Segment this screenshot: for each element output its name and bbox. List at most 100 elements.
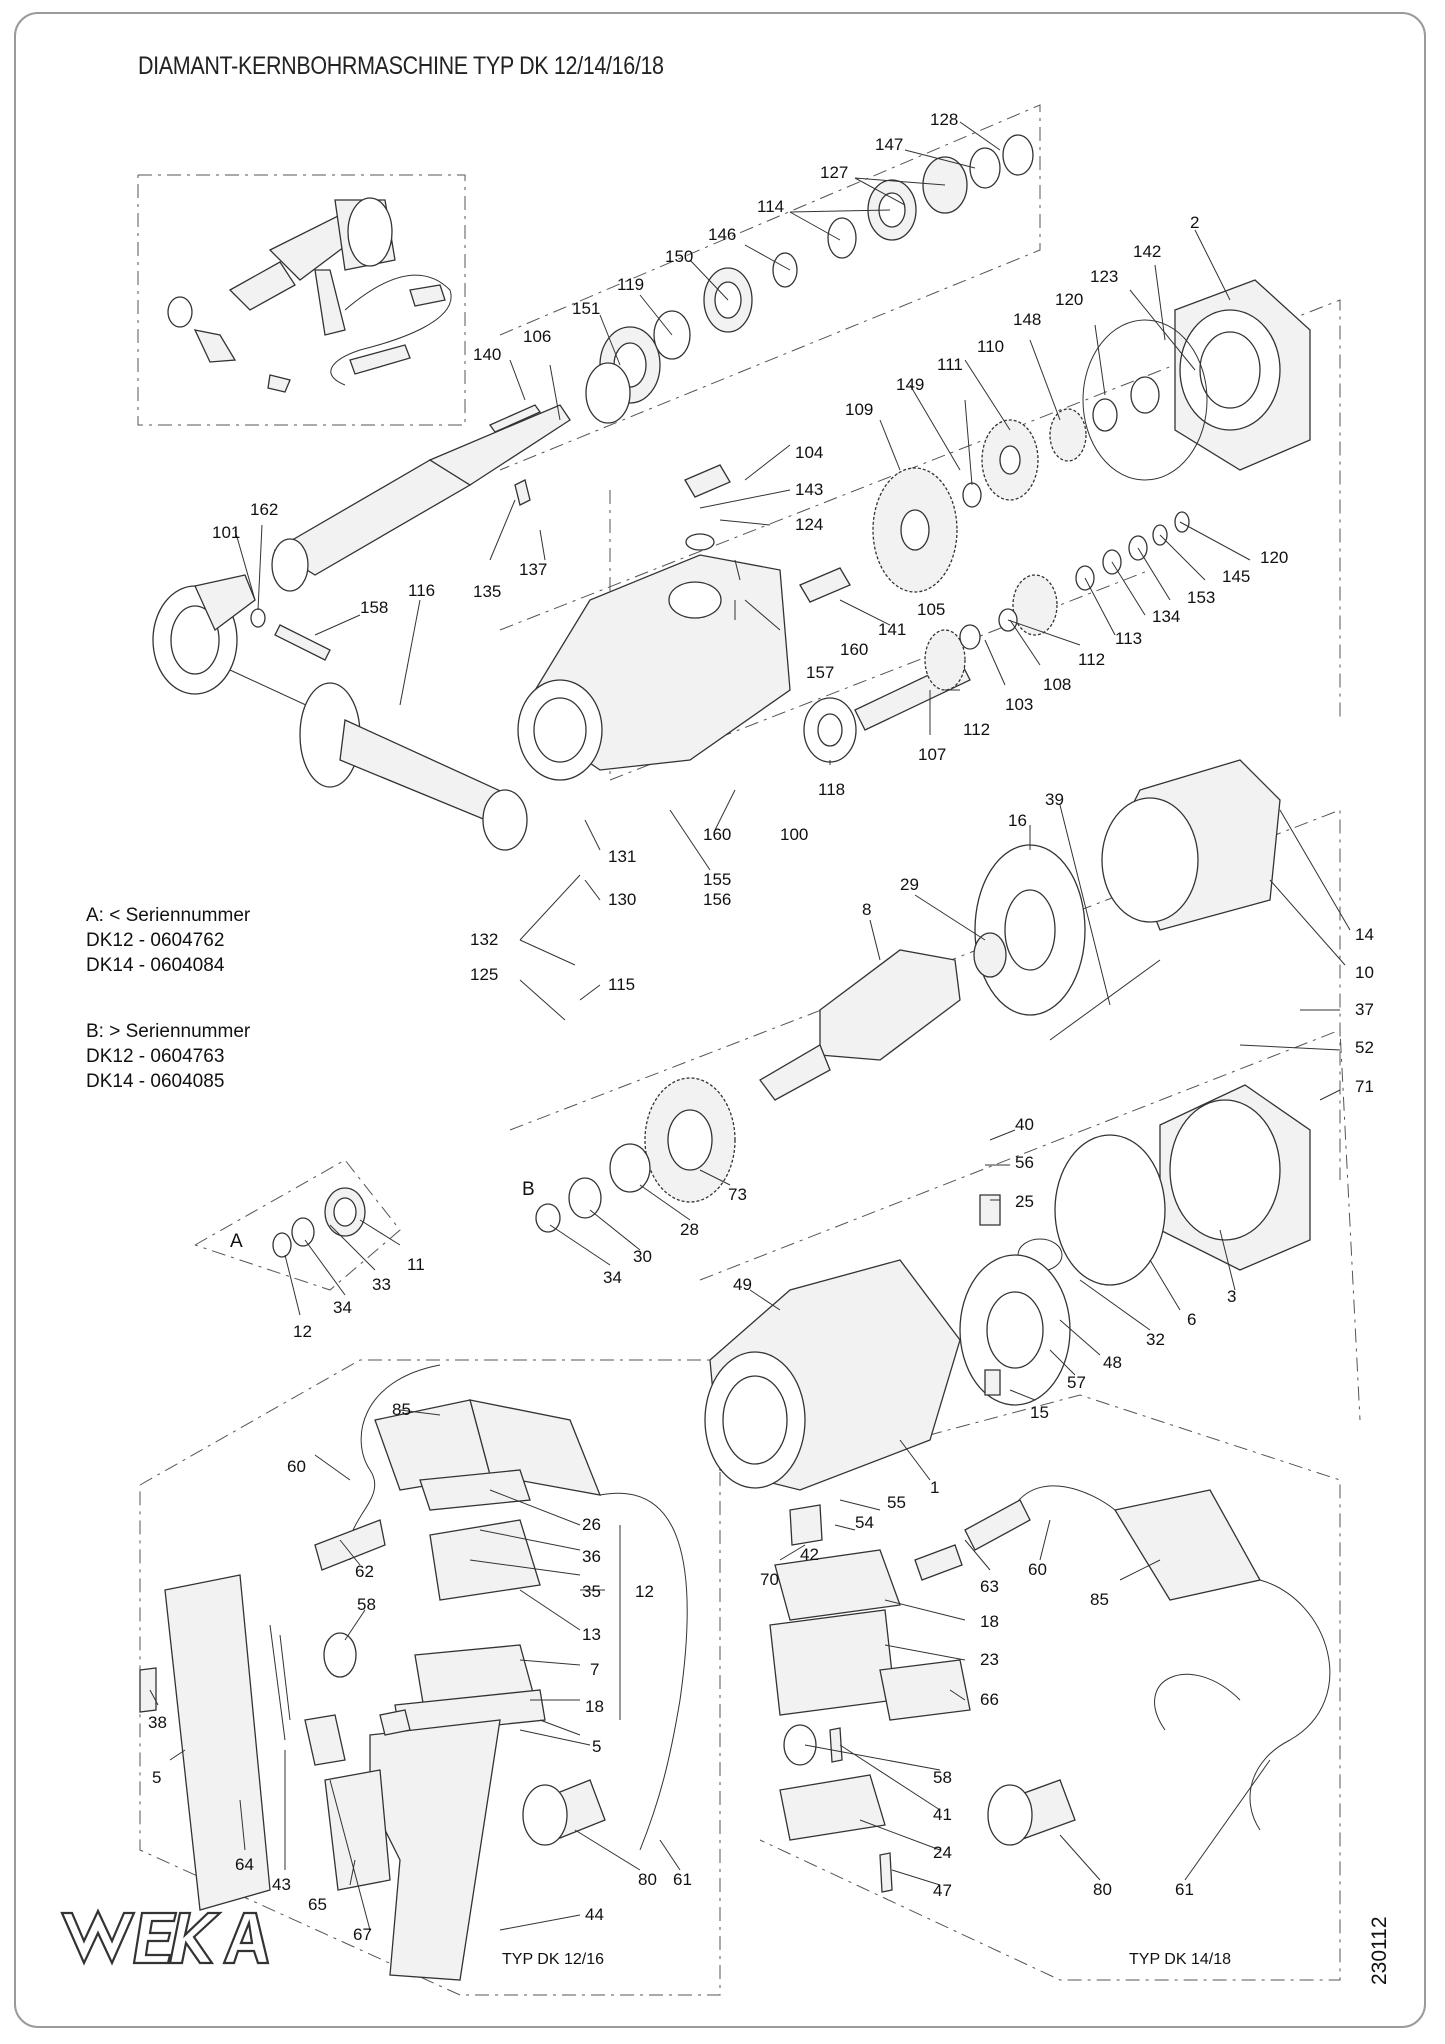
callout: 65 <box>308 1895 327 1914</box>
callout: 114 <box>757 197 784 216</box>
callout: 58 <box>357 1595 376 1614</box>
callout: 127 <box>820 163 848 182</box>
callout: 150 <box>665 247 693 266</box>
callout: 157 <box>806 663 834 682</box>
note-b-dk12: DK12 - 0604763 <box>86 1046 225 1067</box>
callout: 52 <box>1355 1038 1374 1057</box>
callout: 66 <box>980 1690 999 1709</box>
callout: 12 <box>635 1582 654 1601</box>
gearbox-housing <box>517 464 791 781</box>
callout: 42 <box>800 1545 819 1564</box>
callout: 160 <box>840 640 868 659</box>
callout: 153 <box>1187 588 1215 607</box>
callout: 70 <box>760 1570 779 1589</box>
callout: 35 <box>582 1582 601 1601</box>
callout: 104 <box>795 443 823 462</box>
callout: 147 <box>875 135 903 154</box>
callout: 111 <box>937 355 963 374</box>
callout: 146 <box>708 225 736 244</box>
callout: 134 <box>1152 607 1180 626</box>
callout: 132 <box>470 930 498 949</box>
leader-lines <box>149 121 1351 1931</box>
callout: 55 <box>887 1493 906 1512</box>
callout: 151 <box>572 299 600 318</box>
callout: 125 <box>470 965 498 984</box>
callout: 3 <box>1227 1287 1236 1306</box>
gear-train <box>799 376 1190 763</box>
callout: 148 <box>1013 310 1041 329</box>
diagram-title: DIAMANT-KERNBOHRMASCHINE TYP DK 12/14/16… <box>138 52 664 80</box>
callout: 34 <box>333 1298 352 1317</box>
callout: 32 <box>1146 1330 1165 1349</box>
variant-label-dk12-16: TYP DK 12/16 <box>502 1951 604 1968</box>
callout: 106 <box>523 327 551 346</box>
callout: 24 <box>933 1843 952 1862</box>
callout: 5 <box>152 1768 161 1787</box>
callout: 155 <box>703 870 731 889</box>
callout: 85 <box>392 1400 411 1419</box>
callout: 107 <box>918 745 946 764</box>
callout: 80 <box>638 1870 657 1889</box>
callout: 57 <box>1067 1373 1086 1392</box>
group-label-b: B <box>522 1179 535 1200</box>
callout: 156 <box>703 890 731 909</box>
callout: 12 <box>293 1322 312 1341</box>
callout: 60 <box>1028 1560 1047 1579</box>
callout: 25 <box>1015 1192 1034 1211</box>
callout: 7 <box>590 1660 599 1679</box>
callout: 137 <box>519 560 547 579</box>
callout: 14 <box>1355 925 1374 944</box>
variant-dk12-16-parts <box>139 1364 688 1981</box>
callout: 105 <box>917 600 945 619</box>
stator-housing <box>704 1259 961 1546</box>
callout: 43 <box>272 1875 291 1894</box>
callout: 118 <box>818 780 845 799</box>
callout: 39 <box>1045 790 1064 809</box>
callout: 33 <box>372 1275 391 1294</box>
callout: 23 <box>980 1650 999 1669</box>
callout: 123 <box>1090 267 1118 286</box>
inset-machine-sketch <box>167 197 452 393</box>
part-number-callouts: 128 147 127 114 146 150 119 151 106 140 … <box>148 110 1374 1944</box>
gearbox-cover <box>1082 279 1311 481</box>
callout: 62 <box>355 1562 374 1581</box>
callout: 29 <box>900 875 919 894</box>
callout: 119 <box>617 275 644 294</box>
group-label-a: A <box>230 1231 243 1252</box>
callout: 2 <box>1190 213 1199 232</box>
weka-logo <box>60 1908 270 1966</box>
callout: 120 <box>1055 290 1083 309</box>
variant-label-dk14-18: TYP DK 14/18 <box>1129 1951 1231 1968</box>
callout: 63 <box>980 1577 999 1596</box>
callout: 130 <box>608 890 636 909</box>
callout: 56 <box>1015 1153 1034 1172</box>
callout: 135 <box>473 582 501 601</box>
motor-assembly <box>535 759 1281 1233</box>
callout: 18 <box>980 1612 999 1631</box>
callout: 131 <box>608 847 636 866</box>
section-outlines <box>137 104 1361 1996</box>
callout: 67 <box>353 1925 372 1944</box>
callout: 44 <box>585 1905 604 1924</box>
callout: 143 <box>795 480 823 499</box>
callout: 10 <box>1355 963 1374 982</box>
callout: 6 <box>1187 1310 1196 1329</box>
callout: 48 <box>1103 1353 1122 1372</box>
callout: 149 <box>896 375 924 394</box>
callout: 18 <box>585 1697 604 1716</box>
callout: 124 <box>795 515 823 534</box>
callout: 100 <box>780 825 808 844</box>
callout: 112 <box>1078 650 1105 669</box>
sheet-border <box>14 12 1426 2028</box>
callout: 54 <box>855 1513 874 1532</box>
callout: 40 <box>1015 1115 1034 1134</box>
callout: 101 <box>212 523 240 542</box>
callout: 41 <box>933 1805 952 1824</box>
motor-end-shield <box>959 1084 1311 1406</box>
callout: 37 <box>1355 1000 1374 1019</box>
callout: 11 <box>407 1255 425 1274</box>
callout: 141 <box>878 620 906 639</box>
callout: 120 <box>1260 548 1288 567</box>
note-a-dk14: DK14 - 0604084 <box>86 955 225 976</box>
